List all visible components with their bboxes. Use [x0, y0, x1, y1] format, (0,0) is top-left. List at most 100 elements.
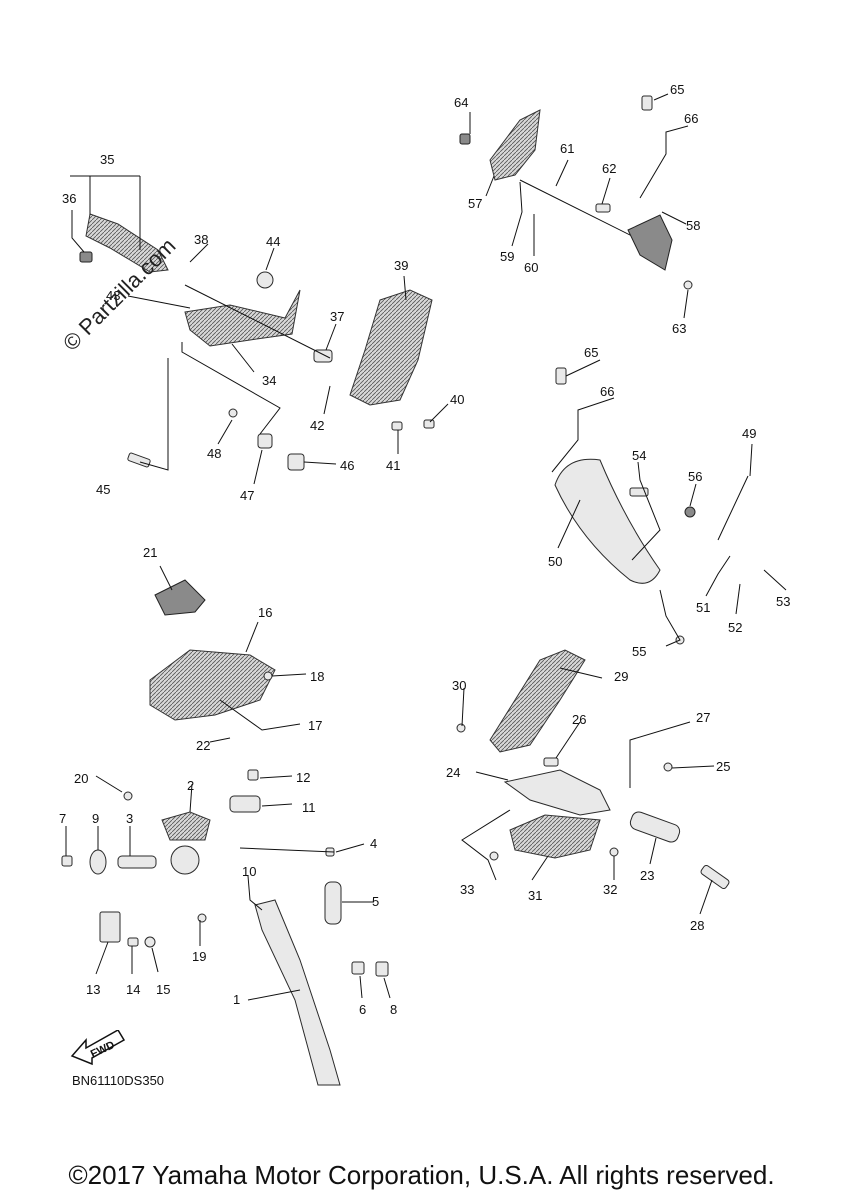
- part-28-bolt: [700, 864, 730, 890]
- part-16-cover: [149, 649, 276, 721]
- part-37-collar: [313, 349, 333, 363]
- part-35-footrest-arm: [85, 213, 169, 273]
- callout-5: 5: [372, 894, 379, 909]
- drawing-code: BN61110DS350: [72, 1073, 165, 1088]
- part-63-nut: [683, 280, 693, 290]
- part-48-ball: [228, 408, 238, 418]
- callout-61: 61: [560, 141, 574, 156]
- part-20-bolt: [123, 791, 133, 801]
- heel-guard-assembly: [554, 367, 749, 645]
- callout-56: 56: [688, 469, 702, 484]
- callout-65b: 65: [584, 345, 598, 360]
- callout-42: 42: [310, 418, 324, 433]
- part-40-pin: [423, 419, 435, 429]
- part-23-shaft: [629, 811, 681, 843]
- part-5-spring: [324, 881, 342, 925]
- part-6-hook: [351, 961, 365, 975]
- part-50-guard: [554, 458, 661, 584]
- part-36-bolt: [79, 251, 93, 263]
- callout-59: 59: [500, 249, 514, 264]
- part-34-bracket: [184, 289, 301, 347]
- callout-1: 1: [233, 992, 240, 1007]
- callout-38: 38: [194, 232, 208, 247]
- part-31-plate: [509, 814, 601, 859]
- part-8-hook: [375, 961, 389, 977]
- callout-22: 22: [196, 738, 210, 753]
- callout-65a: 65: [670, 82, 684, 97]
- part-58-bracket: [627, 214, 673, 271]
- part-65-bolt-b: [555, 367, 567, 385]
- callout-21: 21: [143, 545, 157, 560]
- part-41-washer: [391, 421, 403, 431]
- callout-4: 4: [370, 836, 377, 851]
- fwd-label: FWD: [89, 1039, 117, 1060]
- part-47-clip: [257, 433, 273, 449]
- callout-27: 27: [696, 710, 710, 725]
- callout-45: 45: [96, 482, 110, 497]
- part-1-sidestand: [254, 899, 341, 1086]
- part-25-nut: [663, 762, 673, 772]
- callout-66b: 66: [600, 384, 614, 399]
- callout-36: 36: [62, 191, 76, 206]
- part-65-bolt: [641, 95, 653, 111]
- part-49-rod: [717, 475, 749, 541]
- callout-18: 18: [310, 669, 324, 684]
- part-2-bracket: [161, 811, 211, 841]
- part-3-shaft: [117, 855, 157, 869]
- callout-12: 12: [296, 770, 310, 785]
- part-26-pin: [543, 757, 559, 767]
- callout-52: 52: [728, 620, 742, 635]
- part-56-nut: [684, 506, 696, 518]
- callout-39: 39: [394, 258, 408, 273]
- callout-19: 19: [192, 949, 206, 964]
- callout-63: 63: [672, 321, 686, 336]
- callout-28: 28: [690, 918, 704, 933]
- callout-9: 9: [92, 811, 99, 826]
- part-18-bolt: [263, 671, 273, 681]
- callout-54: 54: [632, 448, 646, 463]
- callout-40: 40: [450, 392, 464, 407]
- callout-23: 23: [640, 868, 654, 883]
- callout-30: 30: [452, 678, 466, 693]
- part-44-nut: [256, 271, 274, 289]
- callout-58: 58: [686, 218, 700, 233]
- part-29-footpeg: [489, 649, 586, 753]
- leader-lines: [65, 93, 787, 1001]
- callout-66a: 66: [684, 111, 698, 126]
- part-15-nut: [144, 936, 156, 948]
- callout-35: 35: [100, 152, 114, 167]
- callout-3: 3: [126, 811, 133, 826]
- callout-24: 24: [446, 765, 460, 780]
- callout-labels: 1 2 3 4 5 6 7 8 9 10 11 12 13 14 15 16 1…: [59, 82, 790, 1017]
- part-61-shaft: [519, 179, 641, 241]
- callout-33: 33: [460, 882, 474, 897]
- fwd-arrow-icon: FWD: [70, 1030, 126, 1066]
- part-39-footpeg: [349, 289, 433, 406]
- callout-20: 20: [74, 771, 88, 786]
- stand-assembly: [61, 769, 389, 1086]
- part-boss: [170, 845, 200, 875]
- callout-48: 48: [207, 446, 221, 461]
- callout-34: 34: [262, 373, 276, 388]
- callout-46: 46: [340, 458, 354, 473]
- cover-assembly: [149, 579, 276, 721]
- callout-31: 31: [528, 888, 542, 903]
- callout-15: 15: [156, 982, 170, 997]
- callout-7: 7: [59, 811, 66, 826]
- part-14-nut: [127, 937, 139, 947]
- callout-6: 6: [359, 1002, 366, 1017]
- callout-26: 26: [572, 712, 586, 727]
- callout-8: 8: [390, 1002, 397, 1017]
- callout-29: 29: [614, 669, 628, 684]
- part-21-pad: [154, 579, 206, 616]
- callout-16: 16: [258, 605, 272, 620]
- callout-32: 32: [603, 882, 617, 897]
- callout-60: 60: [524, 260, 538, 275]
- part-32-nut: [609, 847, 619, 857]
- part-13-bolt: [99, 911, 121, 943]
- lower-right-footrest-assembly: [456, 649, 730, 890]
- callout-49: 49: [742, 426, 756, 441]
- callout-17: 17: [308, 718, 322, 733]
- part-19-pin: [197, 913, 207, 923]
- callout-2: 2: [187, 778, 194, 793]
